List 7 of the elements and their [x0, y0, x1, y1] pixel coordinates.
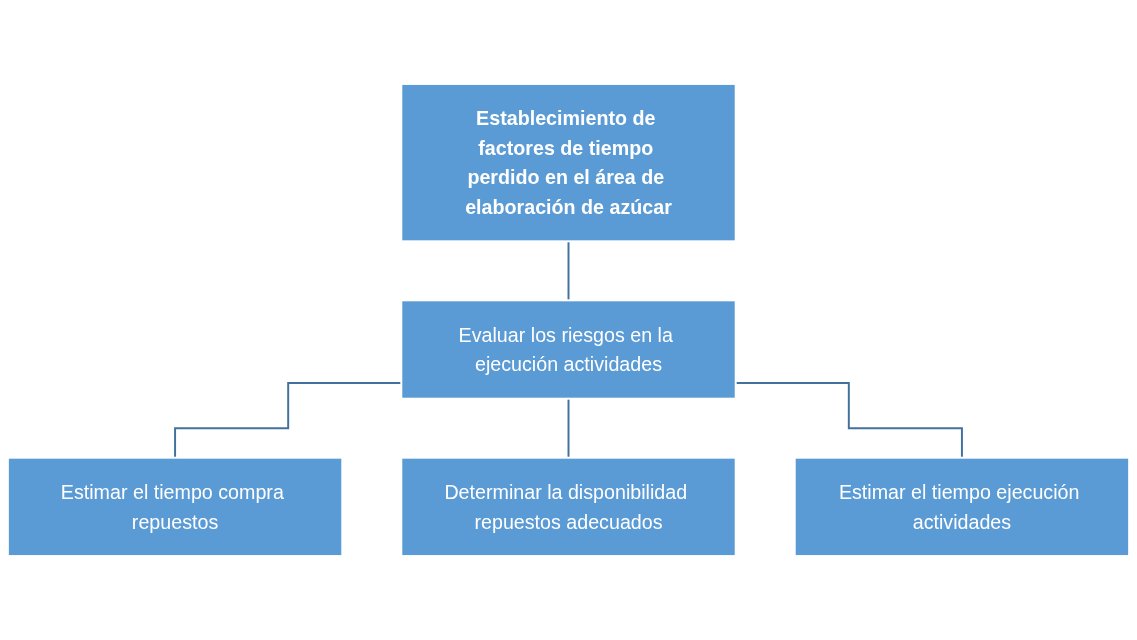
node-box: Estimar el tiempo ejecución actividades	[793, 456, 1131, 558]
node-box: Estimar el tiempo compra repuestos	[6, 456, 344, 558]
connector	[567, 240, 570, 302]
node-box: Evaluar los riesgos en la ejecución actividades	[400, 299, 737, 400]
node-box: Determinar la disponibilidad repuestos adecuados	[400, 456, 737, 558]
node-box: Establecimiento de factores de tiempo perdido en el área de elaboración de azúcar	[400, 82, 737, 243]
connector	[567, 397, 570, 459]
